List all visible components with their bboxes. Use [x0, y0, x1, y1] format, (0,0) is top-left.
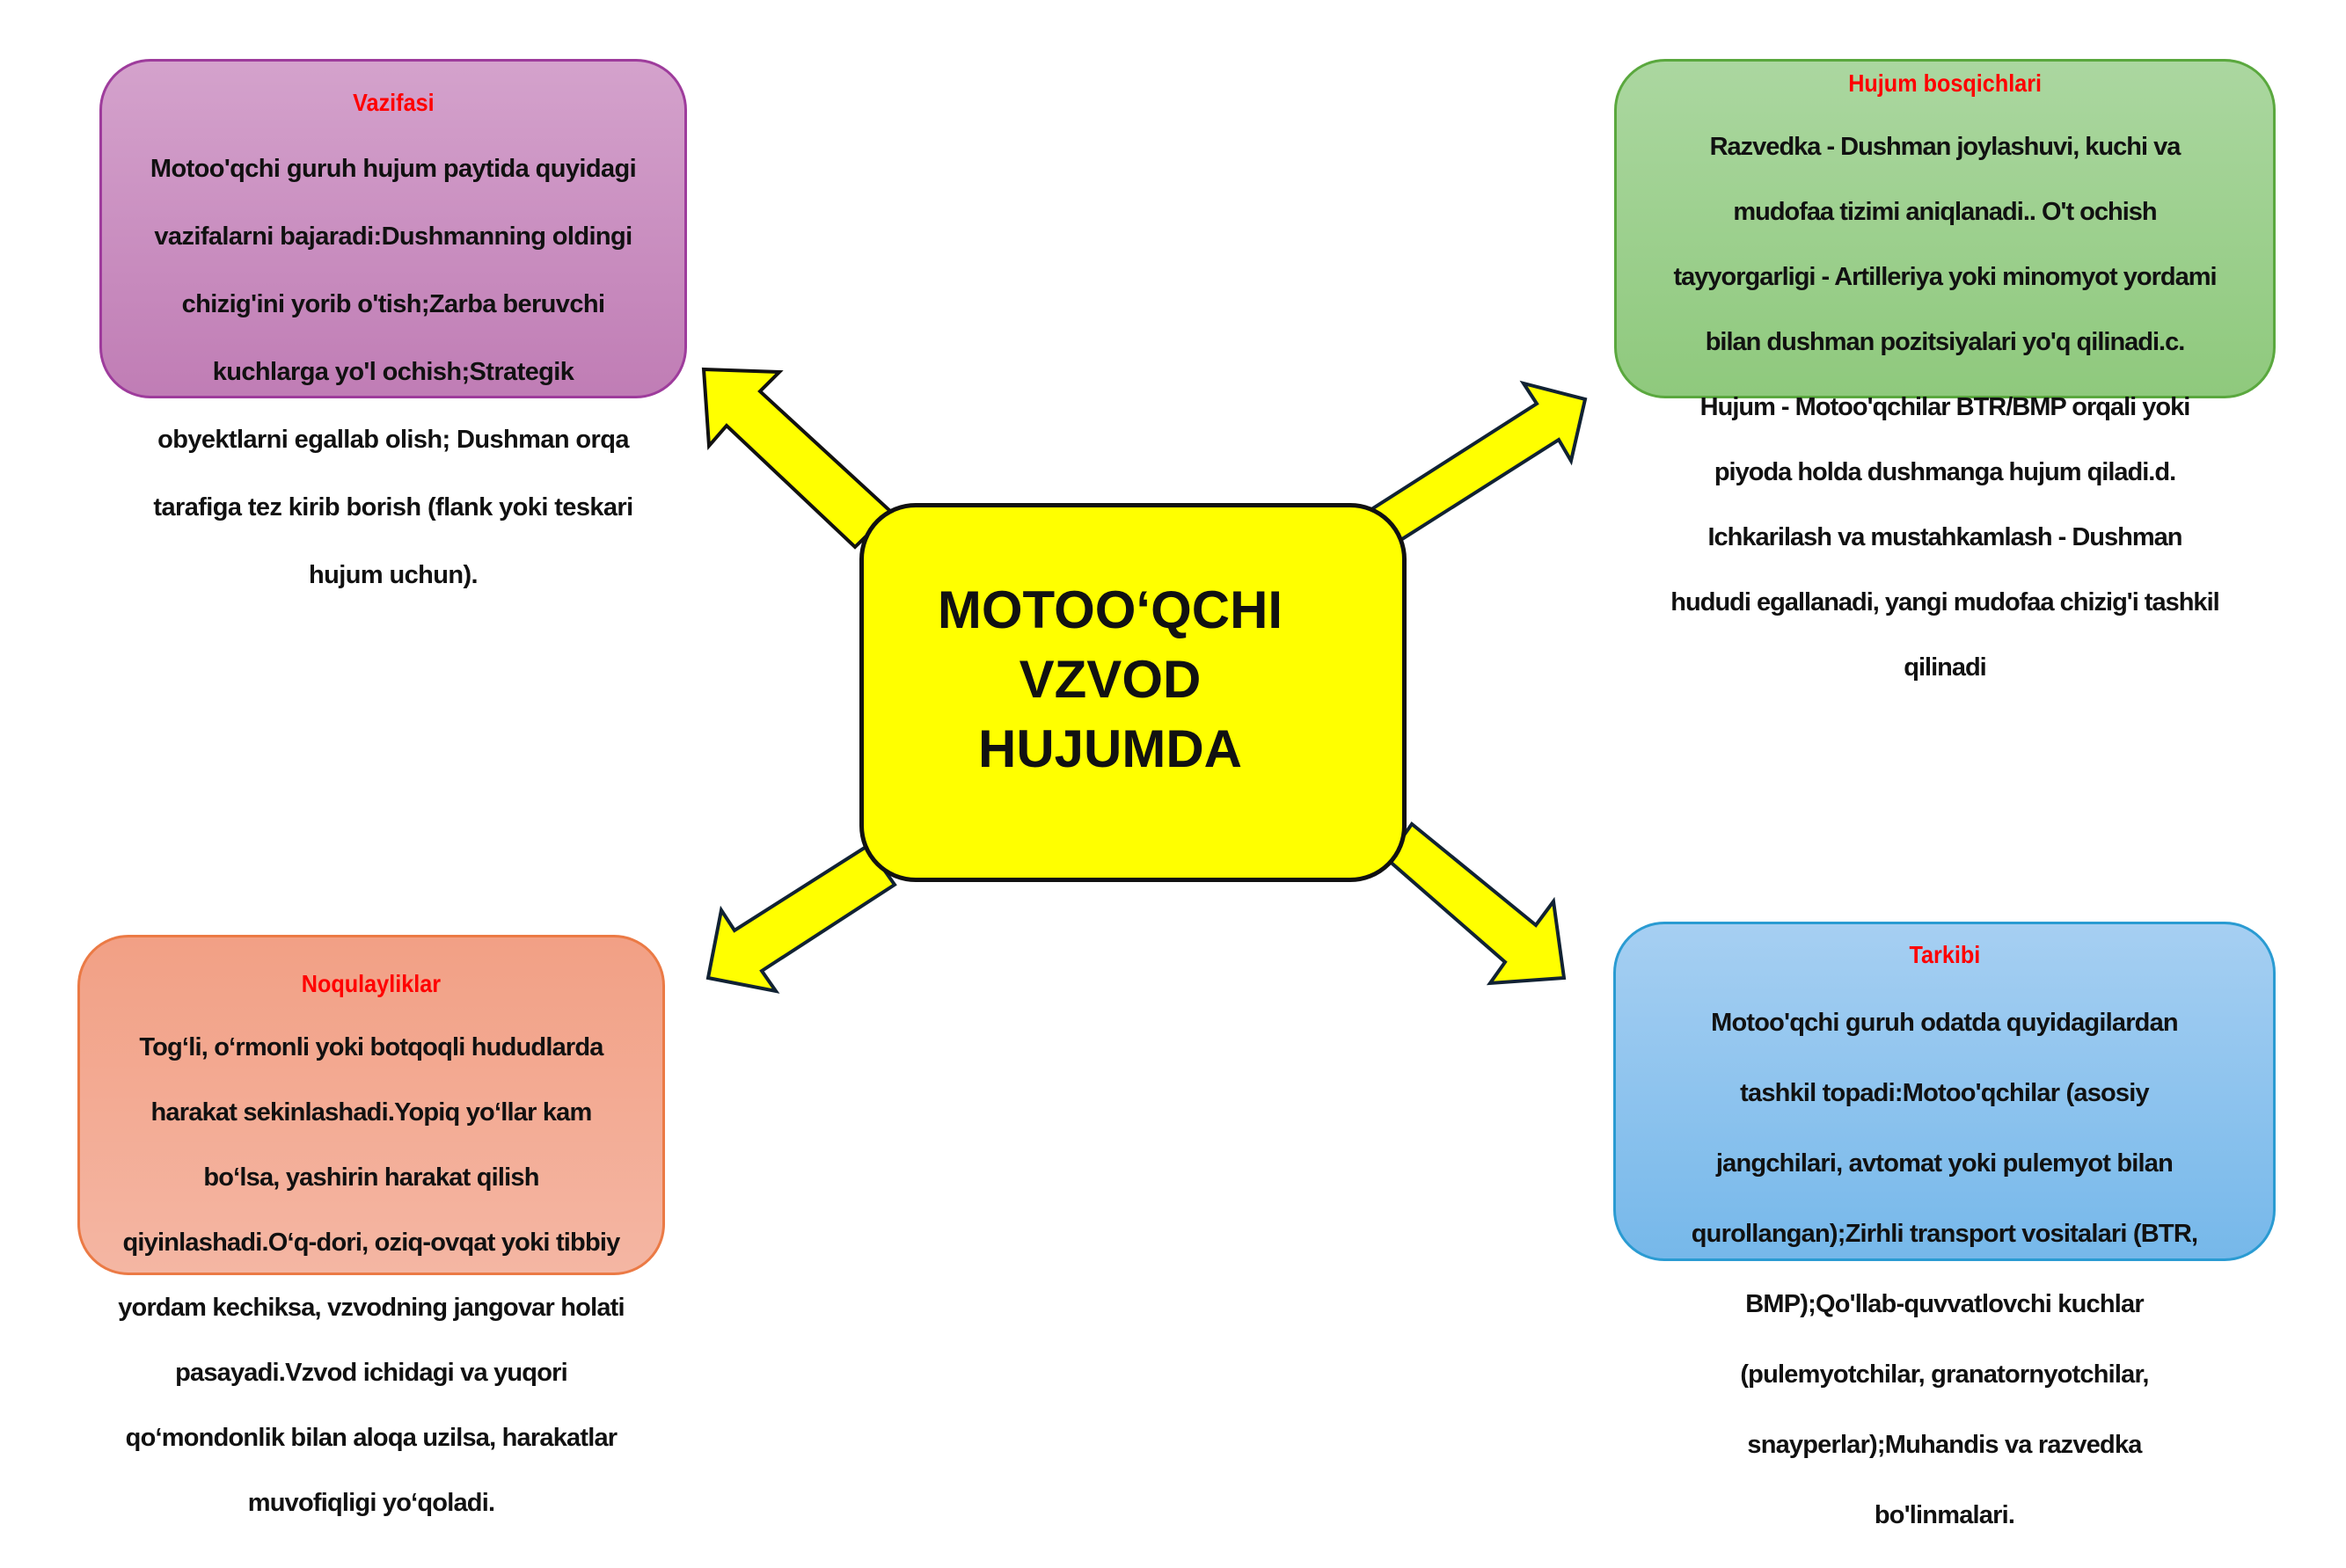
node-body-line: Razvedka - Dushman joylashuvi, kuchi va	[1709, 133, 2182, 161]
node-heading: Tarkibi	[1909, 941, 1980, 968]
central-title-line: VZVOD	[1019, 650, 1202, 709]
node-body: Tog‘li, o‘rmonli yoki botqoqli hududlard…	[118, 999, 625, 1552]
arrow-up-right-icon	[1370, 380, 1588, 548]
node-body: Motoo'qchi guruh odatda quyidagilardan t…	[1691, 970, 2198, 1568]
node-body-line: obyektlarni egallab olish; Dushman orqa	[157, 425, 629, 454]
connector-arrows	[701, 367, 1588, 994]
node-body-line: yordam kechiksa, vzvodning jangovar hola…	[118, 1294, 625, 1322]
arrow-down-right-icon	[1385, 821, 1567, 986]
node-tarkibi: Tarkibi Motoo'qchi guruh odatda quyidagi…	[1613, 922, 2276, 1529]
node-body-line: tayyorgarligi - Artilleriya yoki minomyo…	[1673, 263, 2217, 291]
node-body-line: pasayadi.Vzvod ichidagi va yuqori	[175, 1359, 568, 1387]
node-body-line: qilinadi	[1904, 653, 1987, 682]
node-vazifasi: Vazifasi Motoo'qchi guruh hujum paytida …	[99, 59, 687, 589]
node-noqulayliklar: Noqulayliklar Tog‘li, o‘rmonli yoki botq…	[77, 935, 665, 1517]
node-body-line: qo‘mondonlik bilan aloqa uzilsa, harakat…	[125, 1424, 618, 1452]
node-body-line: qiyinlashadi.O‘q-dori, oziq-ovqat yoki t…	[122, 1229, 620, 1257]
node-body-line: hududi egallanadi, yangi mudofaa chizig'…	[1670, 588, 2219, 616]
node-body-line: Motoo'qchi guruh odatda quyidagilardan	[1711, 1009, 2179, 1037]
node-heading: Noqulayliklar	[301, 970, 442, 997]
node-body: Razvedka - Dushman joylashuvi, kuchi va …	[1670, 98, 2219, 717]
node-body-line: mudofaa tizimi aniqlanadi.. O't ochish	[1733, 198, 2157, 226]
central-title-line: MOTOO‘QCHI	[937, 580, 1283, 639]
node-body-line: Motoo'qchi guruh hujum paytida quyidagi	[150, 154, 637, 183]
node-body-line: tarafiga tez kirib borish (flank yoki te…	[153, 492, 633, 521]
node-body-line: jangchilari, avtomat yoki pulemyot bilan	[1715, 1149, 2174, 1178]
node-heading: Vazifasi	[352, 89, 435, 116]
node-body-line: muvofiqligi yo‘qoladi.	[247, 1489, 495, 1517]
node-body-line: Tog‘li, o‘rmonli yoki botqoqli hududlard…	[139, 1033, 603, 1061]
node-body-line: chizig'ini yorib o'tish;Zarba beruvchi	[181, 289, 605, 318]
arrow-up-left-icon	[701, 367, 894, 550]
node-body: Motoo'qchi guruh hujum paytida quyidagi …	[150, 118, 637, 626]
node-body-line: qurollangan);Zirhli transport vositalari…	[1691, 1220, 2198, 1248]
central-topic-title: MOTOO‘QCHI VZVOD HUJUMDA	[938, 575, 1283, 784]
node-heading: Hujum bosqichlari	[1848, 69, 2042, 97]
central-topic-box: MOTOO‘QCHI VZVOD HUJUMDA	[859, 503, 1407, 882]
arrow-down-left-icon	[705, 843, 897, 994]
central-title-line: HUJUMDA	[977, 719, 1242, 778]
node-body-line: bo‘lsa, yashirin harakat qilish	[203, 1163, 539, 1192]
node-body-line: hujum uchun).	[309, 560, 479, 589]
node-body-line: bilan dushman pozitsiyalari yo'q qilinad…	[1705, 328, 2186, 356]
node-hujum-bosqichlari: Hujum bosqichlari Razvedka - Dushman joy…	[1614, 59, 2276, 682]
node-body-line: Ichkarilash va mustahkamlash - Dushman	[1707, 523, 2182, 551]
node-body-line: harakat sekinlashadi.Yopiq yo‘llar kam	[150, 1098, 593, 1127]
node-body-line: Hujum - Motoo'qchilar BTR/BMP orqali yok…	[1699, 393, 2191, 421]
node-body-line: BMP);Qo'llab-quvvatlovchi kuchlar	[1745, 1290, 2144, 1318]
node-body-line: bo'linmalari.	[1874, 1501, 2015, 1529]
node-body-line: tashkil topadi:Motoo'qchilar (asosiy	[1740, 1079, 2150, 1107]
node-body-line: vazifalarni bajaradi:Dushmanning oldingi	[154, 222, 632, 251]
node-body-line: (pulemyotchilar, granatornyotchilar,	[1740, 1360, 2149, 1389]
node-body-line: snayperlar);Muhandis va razvedka	[1747, 1431, 2142, 1459]
node-body-line: piyoda holda dushmanga hujum qiladi.d.	[1714, 458, 2176, 486]
node-body-line: kuchlarga yo'l ochish;Strategik	[212, 357, 574, 386]
